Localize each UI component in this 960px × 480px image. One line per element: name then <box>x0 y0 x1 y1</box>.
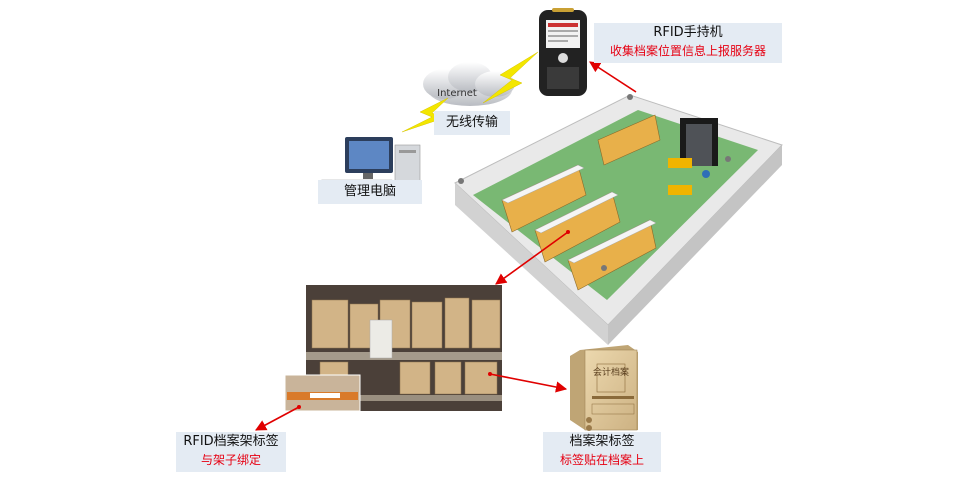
handheld-desc: 收集档案位置信息上报服务器 <box>609 44 766 58</box>
file-tag-title: 档案架标签 <box>569 434 635 449</box>
shelf-tag-title: RFID档案架标签 <box>183 434 279 449</box>
file-tag-desc: 标签贴在档案上 <box>559 453 644 467</box>
rfid-handheld-icon <box>539 8 587 96</box>
box-title: 会计档案 <box>593 366 629 378</box>
cloud-icon <box>423 62 515 106</box>
shelf-tag-label-box: RFID档案架标签 与架子绑定 <box>176 432 286 472</box>
pc-label: 管理电脑 <box>318 180 422 204</box>
archive-shelf-photo <box>284 285 502 412</box>
internet-label: Internet <box>437 88 477 99</box>
archive-box-icon <box>570 345 638 431</box>
handheld-title: RFID手持机 <box>653 25 723 40</box>
handheld-label-box: RFID手持机 收集档案位置信息上报服务器 <box>594 23 782 63</box>
warehouse-illustration <box>454 94 783 345</box>
computer-icon <box>321 137 421 191</box>
connector-arrows <box>255 61 637 431</box>
wireless-label: 无线传输 <box>434 111 510 135</box>
shelf-tag-desc: 与架子绑定 <box>200 453 261 467</box>
lightning-icon <box>401 51 539 133</box>
file-tag-label-box: 档案架标签 标签贴在档案上 <box>543 432 661 472</box>
